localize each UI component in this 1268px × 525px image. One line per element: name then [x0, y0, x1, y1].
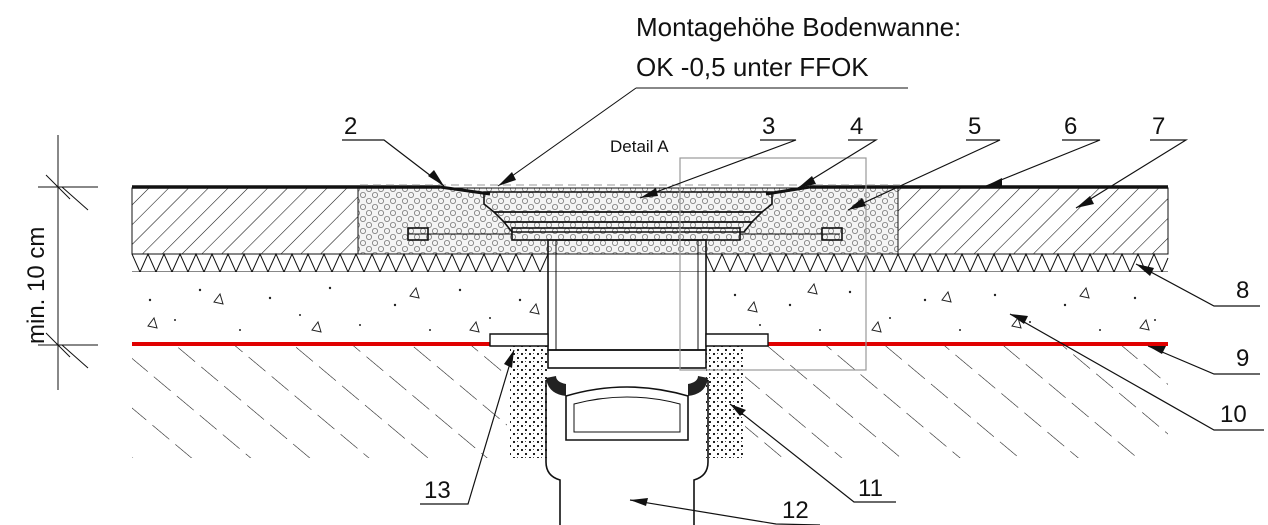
caption-leader — [497, 87, 908, 187]
caption-line-2: OK -0,5 unter FFOK — [636, 52, 869, 82]
callout-10: 10 — [1220, 401, 1247, 428]
callout-5: 5 — [968, 113, 981, 140]
callout-11: 11 — [858, 475, 883, 502]
subfloor-structure — [132, 346, 1168, 458]
detail-a-label: Detail A — [610, 137, 669, 156]
callout-8: 8 — [1236, 277, 1249, 304]
callout-13: 13 — [424, 477, 451, 504]
callout-leaders — [342, 139, 1264, 525]
callout-6: 6 — [1064, 113, 1077, 140]
dimension-label: min. 10 cm — [23, 227, 50, 344]
impact-sound-insulation — [131, 252, 1169, 274]
detail-a-frame: Detail A — [610, 137, 867, 371]
callout-7: 7 — [1152, 113, 1165, 140]
concrete-slab — [132, 272, 1168, 344]
callout-2: 2 — [344, 113, 357, 140]
callout-3: 3 — [762, 113, 775, 140]
callout-9: 9 — [1236, 345, 1249, 372]
callout-12: 12 — [782, 497, 809, 524]
caption-line-1: Montagehöhe Bodenwanne: — [636, 12, 962, 42]
callout-4: 4 — [850, 113, 863, 140]
mortar-fill — [510, 346, 744, 458]
drain-body — [407, 191, 843, 525]
insulation-block — [357, 187, 899, 255]
callout-numbers: 2 3 4 5 6 7 8 9 10 11 12 13 — [344, 113, 1249, 524]
callout-arrowheads — [428, 170, 1166, 506]
height-dimension: min. 10 cm — [23, 135, 98, 390]
